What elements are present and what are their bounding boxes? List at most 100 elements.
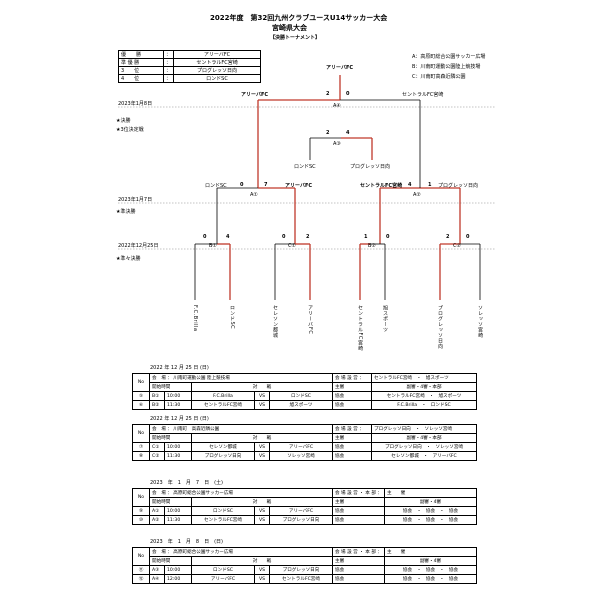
assistant-cell: セントラルFC宮崎 ・ 旭スポーツ xyxy=(371,391,477,401)
match-no: ⑤ xyxy=(132,391,150,401)
team-name: ソレッソ宮崎 xyxy=(477,305,483,338)
sf2-left-team: セントラルFC宮崎 xyxy=(360,183,403,189)
host-label: 会 場 設 営 ： xyxy=(332,424,372,434)
match-header: 対 戦 xyxy=(191,382,333,392)
match-code: A② xyxy=(149,515,165,525)
team-cell: ロンドSC xyxy=(173,74,262,83)
bracket-label: 【決勝トーナメント】 xyxy=(270,35,321,41)
referee-header: 主審 xyxy=(332,382,372,392)
round-date: 2023年1月8日 xyxy=(118,101,153,107)
header-row: 開始時間対 戦主審副審・4審 xyxy=(133,556,478,566)
assistant-header: 副審・4審 xyxy=(383,556,478,566)
away-team: ソレッソ宮崎 xyxy=(269,451,333,461)
sf2-score-right: 1 xyxy=(428,182,432,188)
no-header: No xyxy=(132,373,150,392)
vs-label: VS xyxy=(254,442,270,452)
document-subtitle: 宮崎県大会 xyxy=(272,24,307,32)
round-date: 2022年12月25日 xyxy=(118,243,159,249)
match-time: 11:30 xyxy=(164,515,192,525)
round-label: ★準々決勝 xyxy=(116,256,141,262)
header-row: 開始時間対 戦主審副審・4審 xyxy=(133,497,478,507)
home-team: ロンドSC xyxy=(191,565,255,575)
assistant-cell: 協会 ・ 協会 ・ 協会 xyxy=(383,515,478,525)
qf-score-left: 1 xyxy=(364,234,368,240)
venue-cell: 会 場 ： 高原町総合公園サッカー広場 xyxy=(149,488,333,498)
match-time: 10:00 xyxy=(164,565,192,575)
away-team: ロンドSC xyxy=(269,391,333,401)
match-code: C② xyxy=(149,451,165,461)
match-header: 対 戦 xyxy=(191,497,333,507)
team-name: F.C.Brilla xyxy=(192,305,198,332)
venue-cell: 会 場 ： 高原町総合公園サッカー広場 xyxy=(149,547,333,557)
assistant-cell: 協会 ・ 協会 ・ 協会 xyxy=(383,506,478,516)
team-name: アリーバFC xyxy=(307,305,313,335)
results-table: 優 勝：アリーバFC 準 優 勝：セントラルFC宮崎 3 位：プログレッソ日向 … xyxy=(118,50,262,83)
venue-cell: 会 場 ： 川南町運動公園 陸上競技場 xyxy=(149,373,333,383)
round-label: ★決勝 xyxy=(116,118,131,124)
venue-legend-item: C：川南町高森近隣公園 xyxy=(412,74,466,80)
assistant-cell: プログレッソ日向 ・ ソレッソ宮崎 xyxy=(371,442,477,452)
qf-score-left: 0 xyxy=(282,234,286,240)
assistant-cell: 協会 ・ 協会 ・ 協会 xyxy=(383,565,478,575)
result-row: 4 位：ロンドSC xyxy=(118,74,262,83)
third-right-team: プログレッソ日向 xyxy=(350,164,391,170)
qf-code: C① xyxy=(288,243,296,249)
vs-label: VS xyxy=(254,400,270,410)
sf1-code: A① xyxy=(250,192,258,198)
qf-code: B② xyxy=(368,243,376,249)
sf1-right-team: アリーバFC xyxy=(285,183,313,189)
third-code: A③ xyxy=(333,141,341,147)
sf1-score-left: 0 xyxy=(240,182,244,188)
team-name: セントラルFC宮崎 xyxy=(357,305,363,351)
qf-score-right: 4 xyxy=(226,234,230,240)
header-row: 開始時間対 戦主審副審・4審・本部 xyxy=(133,382,477,392)
vs-label: VS xyxy=(254,506,270,516)
assistant-header: 副審・4審・本部 xyxy=(371,433,477,443)
final-left-team: アリーバFC xyxy=(241,92,269,98)
round-label: ★準決勝 xyxy=(116,209,136,215)
vs-label: VS xyxy=(254,515,270,525)
vs-label: VS xyxy=(254,391,270,401)
no-header: No xyxy=(132,547,150,566)
referee-cell: 協会 xyxy=(332,565,385,575)
schedule-date: 2023 年 1 月 8 日 (日) xyxy=(150,539,223,545)
away-team: セントラルFC宮崎 xyxy=(269,574,333,584)
final-right-team: セントラルFC宮崎 xyxy=(402,92,444,98)
vs-label: VS xyxy=(254,574,270,584)
match-time: 12:00 xyxy=(164,574,192,584)
match-code: A① xyxy=(149,506,165,516)
match-no: ⑩ xyxy=(132,515,150,525)
champion-team: アリーバFC xyxy=(326,65,354,71)
time-header: 開始時間 xyxy=(149,433,192,443)
home-team: セントラルFC宮崎 xyxy=(191,515,255,525)
match-header: 対 戦 xyxy=(191,433,333,443)
home-team: アリーバFC xyxy=(191,574,255,584)
team-name: セレソン都城 xyxy=(272,305,278,338)
match-no: ⑪ xyxy=(132,565,150,575)
away-team: アリーバFC xyxy=(269,506,333,516)
third-score-left: 2 xyxy=(326,130,330,136)
host-label: 会 場 設 営 ： xyxy=(332,373,372,383)
qf-code: B① xyxy=(209,243,217,249)
assistant-header: 副審・4審 xyxy=(383,497,478,507)
assistant-cell: F.C.Brilla ・ ロンドSC xyxy=(371,400,477,410)
assistant-cell: 協会 ・ 協会 ・ 協会 xyxy=(383,574,478,584)
qf-score-right: 0 xyxy=(386,234,390,240)
home-team: F.C.Brilla xyxy=(191,391,255,401)
schedule-date: 2023 年 1 月 7 日 (土) xyxy=(150,480,223,486)
third-score-right: 4 xyxy=(346,130,350,136)
venue-legend-item: B：川南町運動公園陸上競技場 xyxy=(412,64,481,70)
sf2-right-team: プログレッソ日向 xyxy=(438,183,479,189)
home-team: セントラルFC宮崎 xyxy=(191,400,255,410)
